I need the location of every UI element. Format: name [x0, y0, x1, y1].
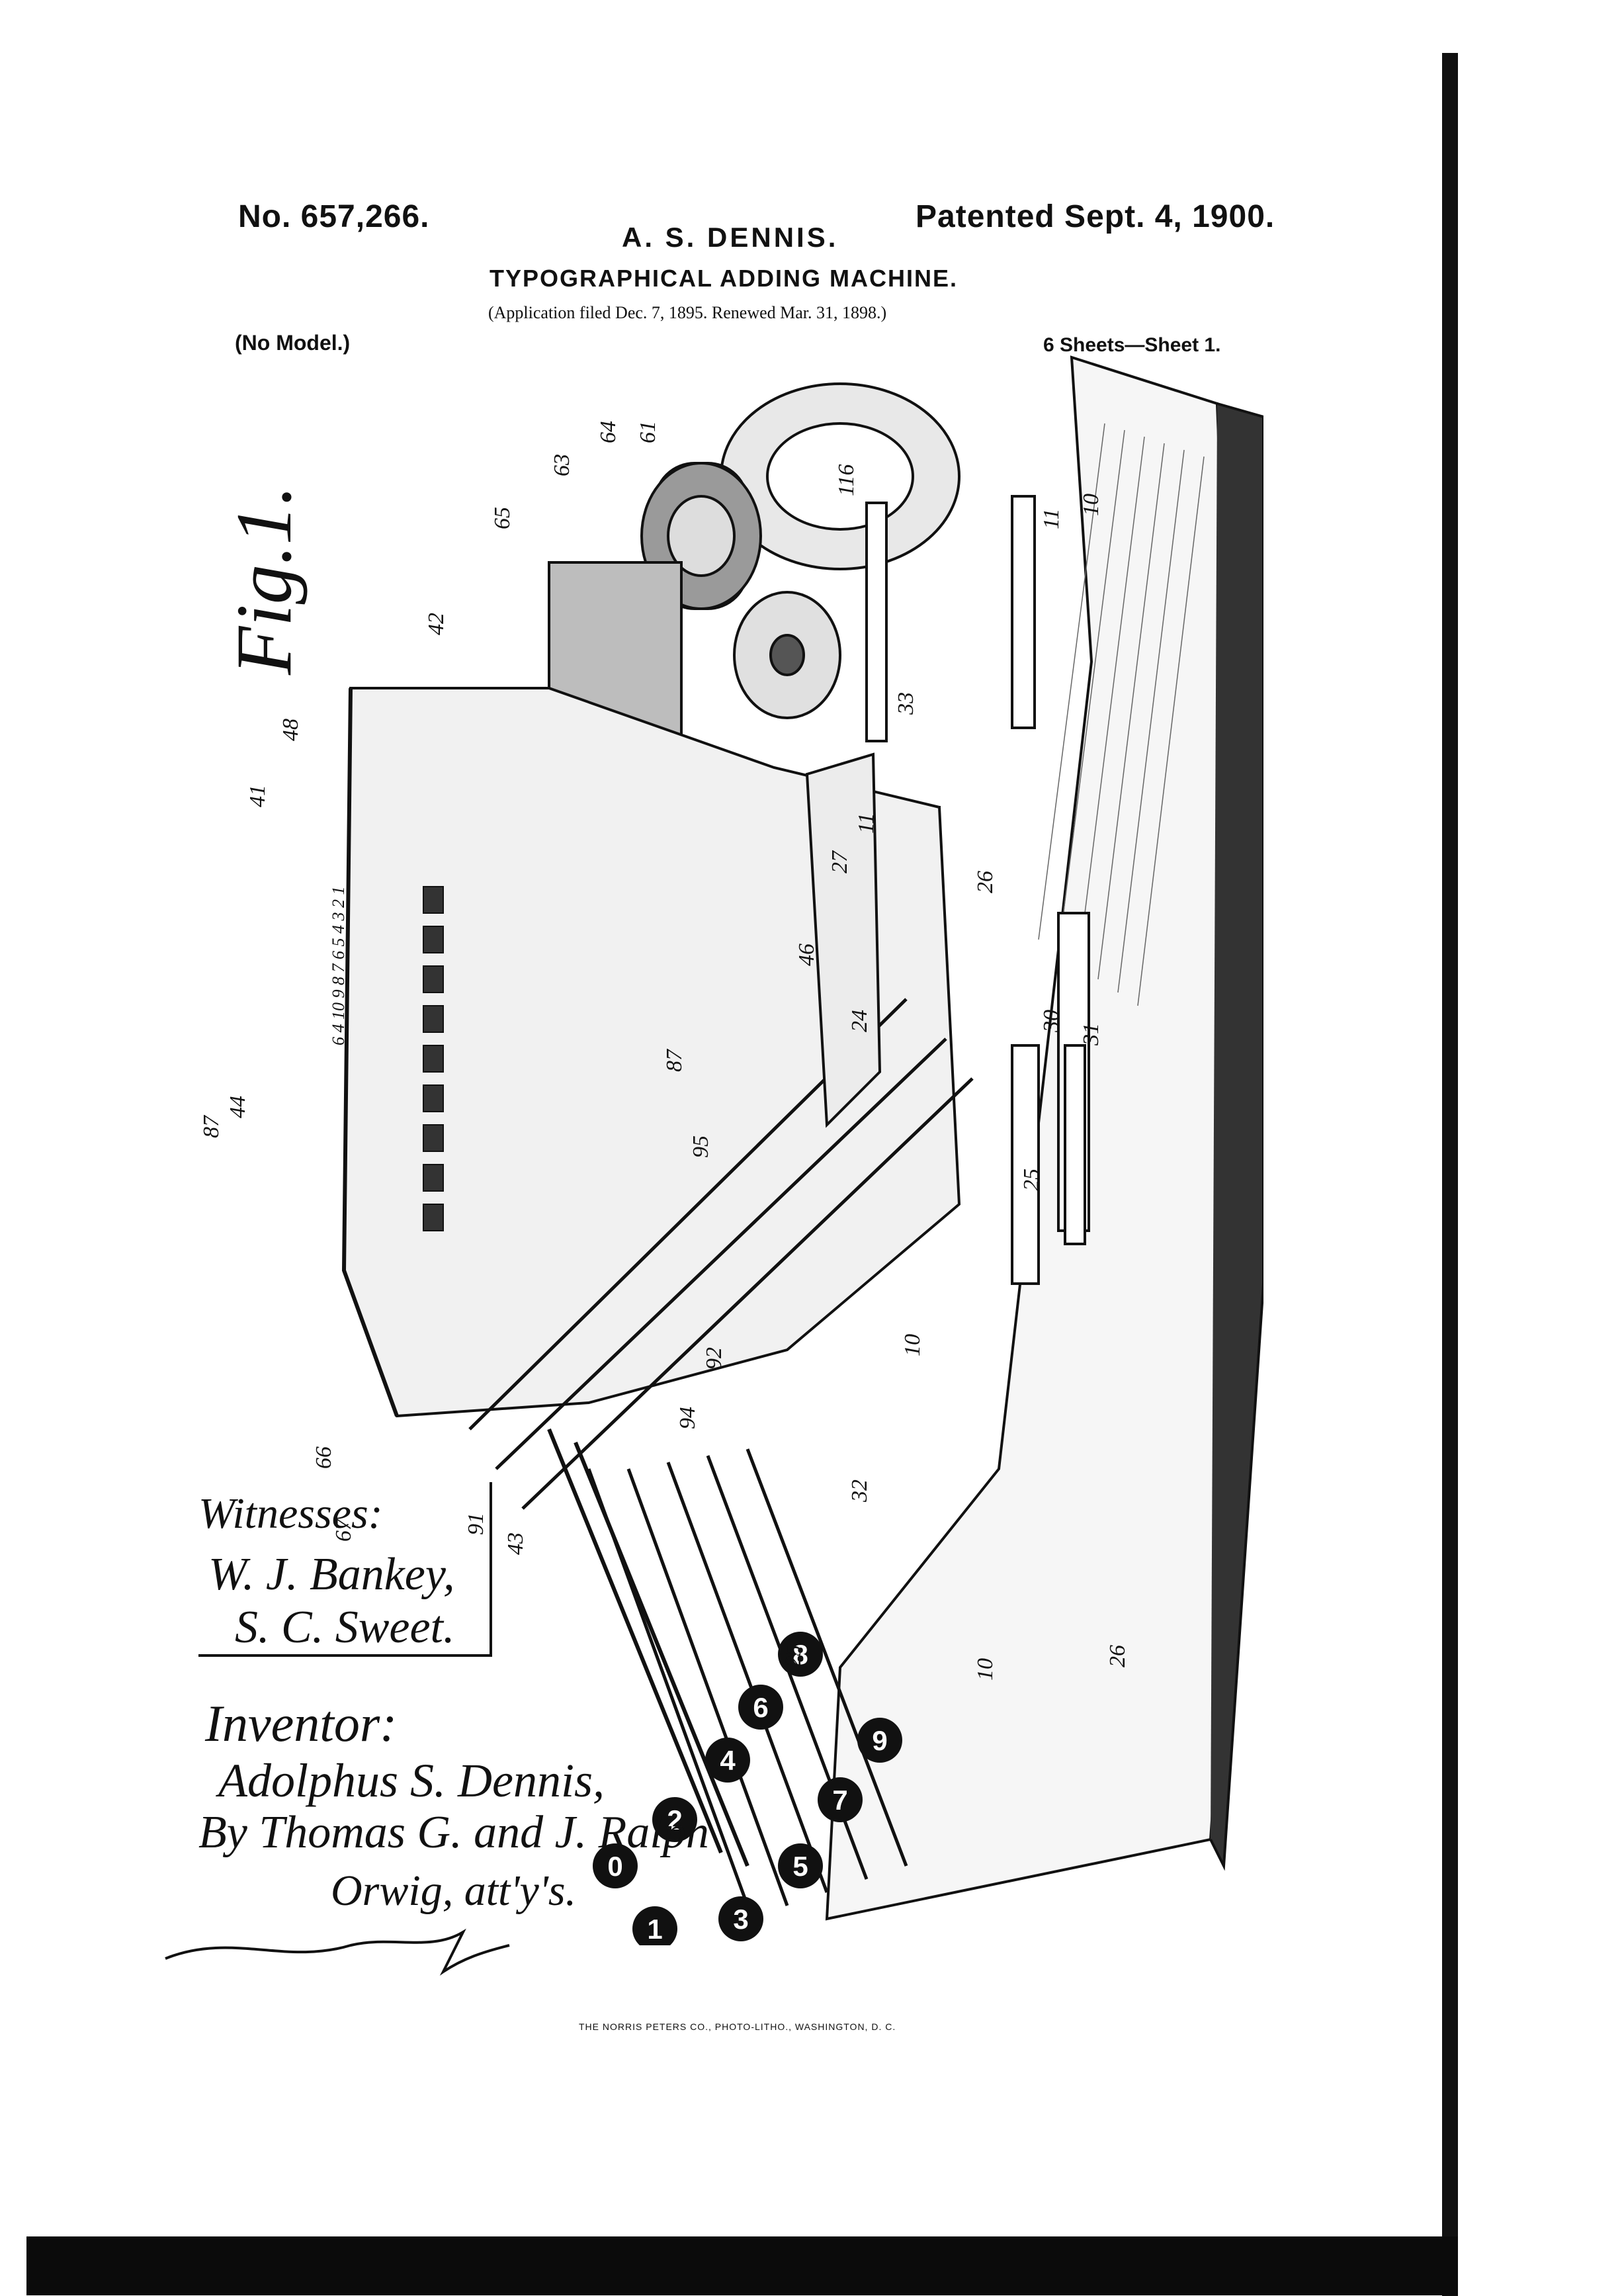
ref-26: 26 [973, 871, 998, 893]
key-2: 2 [652, 1797, 697, 1842]
ref-65: 66 [312, 1446, 336, 1469]
ref-32: 32 [847, 1479, 872, 1503]
number-key-group: 0 2 3 4 5 6 7 8 9 [593, 1632, 902, 1941]
ref-87: 67 [331, 1518, 356, 1542]
inventor-name: A. S. DENNIS. [622, 222, 839, 253]
sheet-note: 6 Sheets—Sheet 1. [1043, 334, 1221, 356]
ref-58: 48 [278, 719, 303, 741]
inventor-label: Inventor: [205, 1695, 398, 1752]
witness-box [198, 1482, 492, 1657]
scan-edge-bottom [26, 2236, 1458, 2295]
witnesses-label: Witnesses: [198, 1489, 383, 1538]
ref-66: 87 [199, 1114, 224, 1138]
key-4-label: 4 [720, 1745, 736, 1776]
scan-edge-right [1442, 53, 1458, 2296]
attorney-signature-line-2: Orwig, att'y's. [331, 1867, 577, 1915]
ref-25b: 25 [781, 1645, 806, 1667]
inventor-signature: Adolphus S. Dennis, [218, 1754, 605, 1807]
ref-105: 65 [490, 507, 515, 529]
ref-106: 87 [662, 1048, 687, 1072]
key-1-cap [632, 1906, 677, 1945]
key-8: 8 [778, 1632, 823, 1677]
key-5-label: 5 [792, 1851, 808, 1882]
key-7-label: 7 [832, 1785, 847, 1816]
ref-10b: 10 [1079, 494, 1103, 516]
key-7: 7 [818, 1777, 863, 1822]
ref-11b: 11 [854, 813, 878, 834]
ref-99: 116 [834, 464, 859, 496]
application-line: (Application filed Dec. 7, 1895. Renewed… [488, 303, 887, 322]
key-0-label: 0 [607, 1851, 622, 1882]
key-6: 6 [738, 1685, 783, 1730]
reference-numerals: 11 10 10 25 30 31 26 11 33 116 64 61 63 … [199, 421, 1130, 1681]
key-1-label: 1 [647, 1914, 662, 1945]
ref-31: 31 [1079, 1023, 1103, 1046]
key-6-label: 6 [753, 1692, 768, 1723]
model-note: (No Model.) [235, 331, 351, 355]
patented-date: Patented Sept. 4, 1900. [916, 199, 1275, 234]
ref-95: 94 [675, 1407, 700, 1429]
machine-drawing: 0 2 3 4 5 6 7 8 9 11 10 10 25 30 31 26 1… [199, 355, 1263, 1945]
printer-credit: THE NORRIS PETERS CO., PHOTO-LITHO., WAS… [579, 2021, 896, 2032]
key-5: 5 [778, 1843, 823, 1888]
witness-signature-1: W. J. Bankey, [208, 1549, 455, 1600]
ref-102: 64 [596, 421, 620, 443]
ref-94: 92 [702, 1347, 726, 1370]
counter-digits: 6 4 10 9 8 7 6 5 4 3 2 1 [329, 887, 348, 1046]
ref-33: 33 [894, 692, 918, 715]
ref-46: 44 [226, 1096, 250, 1118]
key-9: 9 [857, 1718, 902, 1763]
witness-signature-2: S. C. Sweet. [235, 1602, 455, 1653]
ref-10: 10 [900, 1334, 925, 1356]
ref-26b: 26 [1105, 1645, 1130, 1667]
ref-45: 46 [794, 944, 819, 966]
ref-101: 63 [550, 454, 574, 476]
key-8-label: 8 [792, 1639, 808, 1670]
key-3: 3 [718, 1896, 763, 1941]
key-4: 4 [705, 1738, 750, 1783]
key-2-label: 2 [667, 1804, 682, 1835]
ref-24: 24 [847, 1010, 872, 1032]
patent-title: TYPOGRAPHICAL ADDING MACHINE. [490, 265, 959, 292]
ref-10c: 10 [973, 1658, 998, 1681]
signature-flourish [165, 1928, 510, 1976]
ref-42: 42 [424, 613, 448, 635]
ref-27: 27 [828, 850, 852, 873]
ref-90: 95 [689, 1135, 713, 1158]
ref-30: 30 [1039, 1010, 1064, 1033]
key-9-label: 9 [872, 1725, 887, 1756]
ref-25: 25 [1019, 1169, 1044, 1191]
key-0: 0 [593, 1843, 638, 1888]
ref-43: 41 [245, 785, 270, 807]
patent-number: No. 657,266. [238, 199, 430, 234]
key-3-label: 3 [733, 1904, 748, 1935]
ref-92: 91 [464, 1513, 488, 1535]
ref-11: 11 [1039, 509, 1064, 529]
ref-41: 43 [503, 1532, 528, 1555]
ref-100: 61 [636, 421, 660, 443]
attorney-signature-line-1: By Thomas G. and J. Ralph [198, 1807, 709, 1858]
